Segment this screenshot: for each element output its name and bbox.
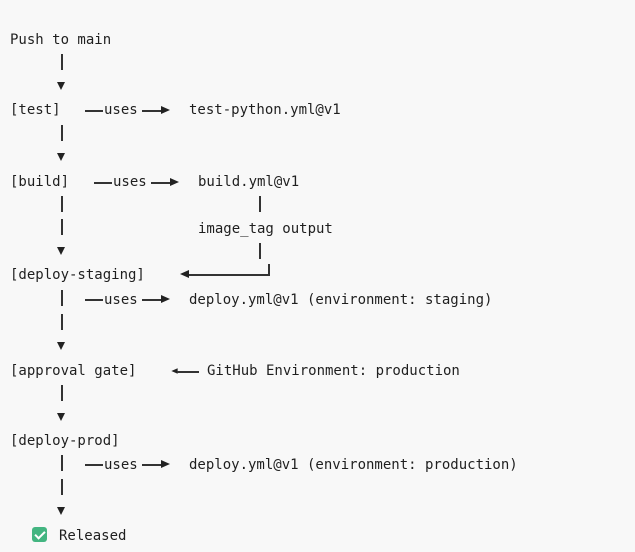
deploy-staging-job-label: [deploy-staging]: [10, 267, 145, 283]
check-mark-icon: [32, 527, 47, 542]
output-connector-line: [259, 243, 261, 259]
output-connector-line: [188, 274, 270, 276]
uses-connector: [85, 464, 103, 466]
uses-connector: [94, 182, 112, 184]
build-workflow-target: build.yml@v1: [198, 174, 300, 190]
uses-connector: [142, 299, 162, 301]
arrow-down-icon: [57, 153, 65, 161]
uses-connector: [142, 110, 162, 112]
output-connector-line: [259, 196, 261, 212]
test-uses-label: uses: [104, 102, 138, 118]
connector-line: [61, 196, 63, 212]
uses-connector: [151, 182, 171, 184]
approval-gate-label: [approval gate]: [10, 363, 137, 379]
arrow-down-icon: [57, 413, 65, 421]
arrow-right-icon: [161, 106, 170, 114]
deploy-staging-workflow-target: deploy.yml@v1 (environment: staging): [189, 292, 493, 308]
connector-line: [61, 219, 63, 235]
trigger-label: Push to main: [10, 32, 112, 48]
arrow-right-icon: [170, 178, 179, 186]
released-label: Released: [59, 528, 127, 544]
uses-connector: [85, 299, 103, 301]
connector-line: [61, 314, 63, 330]
arrow-down-icon: [57, 507, 65, 515]
uses-connector: [85, 110, 103, 112]
deploy-staging-uses-label: uses: [104, 292, 138, 308]
connector-line: [61, 125, 63, 141]
deploy-prod-uses-label: uses: [104, 457, 138, 473]
arrow-down-icon: [57, 342, 65, 350]
arrow-left-icon: [171, 368, 178, 374]
build-job-label: [build]: [10, 174, 70, 190]
environment-source-label: GitHub Environment: production: [207, 363, 460, 379]
connector-line: [61, 385, 63, 401]
build-uses-label: uses: [113, 174, 147, 190]
test-workflow-target: test-python.yml@v1: [189, 102, 341, 118]
connector-line: [61, 455, 63, 471]
environment-connector: [177, 371, 199, 373]
image-tag-output-label: image_tag output: [198, 221, 333, 237]
deploy-prod-job-label: [deploy-prod]: [10, 433, 120, 449]
deploy-prod-workflow-target: deploy.yml@v1 (environment: production): [189, 457, 518, 473]
connector-line: [61, 479, 63, 495]
test-job-label: [test]: [10, 102, 61, 118]
arrow-down-icon: [57, 82, 65, 90]
arrow-right-icon: [161, 460, 170, 468]
connector-line: [61, 54, 63, 70]
output-connector-line: [268, 264, 270, 275]
uses-connector: [142, 464, 162, 466]
arrow-right-icon: [161, 295, 170, 303]
arrow-left-icon: [180, 270, 189, 278]
connector-line: [61, 290, 63, 306]
arrow-down-icon: [57, 247, 65, 255]
